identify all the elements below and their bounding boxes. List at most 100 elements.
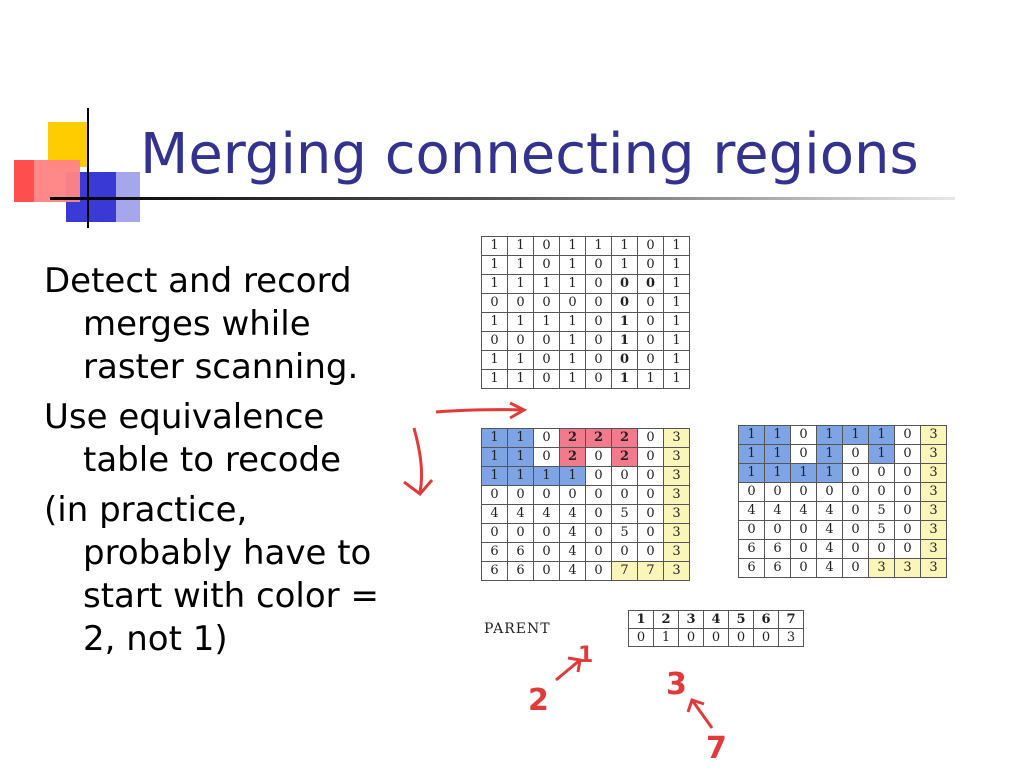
grid-cell: 1 <box>663 369 690 389</box>
grid-cell: 7 <box>637 561 664 581</box>
grid-cell: 0 <box>585 504 612 524</box>
down-arrow-icon <box>412 427 424 493</box>
grid-cell: 0 <box>585 466 612 486</box>
grid-cell: 1 <box>663 274 690 294</box>
grid-cell: 0 <box>894 482 921 502</box>
grid-cell: 0 <box>637 542 664 562</box>
grid-cell: 0 <box>611 274 638 294</box>
grid-cell: 1 <box>764 463 791 483</box>
grid-cell: 0 <box>507 293 534 313</box>
grid-cell: 0 <box>637 236 664 256</box>
parent-cell: 0 <box>628 628 654 647</box>
grid-cell: 0 <box>533 369 560 389</box>
grid-cell: 1 <box>507 312 534 332</box>
grid-cell: 1 <box>481 466 508 486</box>
grid-cell: 0 <box>611 466 638 486</box>
grid-cell: 0 <box>585 485 612 505</box>
grid-cell: 0 <box>894 425 921 445</box>
grid-cell: 0 <box>816 482 843 502</box>
grid-cell: 0 <box>533 561 560 581</box>
grid-cell: 1 <box>559 255 586 275</box>
grid-cell: 4 <box>816 539 843 559</box>
grid-cell: 0 <box>533 542 560 562</box>
grid-cell: 0 <box>611 350 638 370</box>
grid-cell: 0 <box>611 485 638 505</box>
grid-cell: 1 <box>481 274 508 294</box>
grid-cell: 0 <box>507 523 534 543</box>
grid-cell: 1 <box>611 255 638 275</box>
grid-cell: 4 <box>559 542 586 562</box>
grid-cell: 6 <box>481 542 508 562</box>
grid-cell: 0 <box>533 255 560 275</box>
grid-cell: 0 <box>842 463 869 483</box>
grid-cell: 3 <box>663 466 690 486</box>
slide-logo-icon <box>14 108 140 228</box>
grid-cell: 4 <box>816 520 843 540</box>
grid-cell: 1 <box>816 463 843 483</box>
grid-cell: 1 <box>611 369 638 389</box>
grid-cell: 1 <box>816 425 843 445</box>
grid-cell: 0 <box>585 255 612 275</box>
grid-cell: 1 <box>559 274 586 294</box>
grid-cell: 0 <box>764 520 791 540</box>
grid-cell: 0 <box>637 523 664 543</box>
grid-cell: 1 <box>559 466 586 486</box>
grid-cell: 1 <box>507 428 534 448</box>
annotation-3: 3 <box>666 667 687 702</box>
grid-cell: 1 <box>481 236 508 256</box>
grid-cell: 1 <box>637 369 664 389</box>
grid-cell: 3 <box>920 425 947 445</box>
grid-cell: 0 <box>637 312 664 332</box>
grid-cell: 4 <box>764 501 791 521</box>
grid-cell: 6 <box>507 561 534 581</box>
grid-cell: 1 <box>764 425 791 445</box>
grid-cell: 2 <box>559 428 586 448</box>
grid-cell: 4 <box>533 504 560 524</box>
grid-cell: 1 <box>611 331 638 351</box>
grid-cell: 1 <box>507 236 534 256</box>
grid-cell: 1 <box>481 447 508 467</box>
grid-cell: 1 <box>611 312 638 332</box>
grid-cell: 4 <box>790 501 817 521</box>
grid-cell: 0 <box>611 542 638 562</box>
grid-cell: 1 <box>559 312 586 332</box>
grid-cell: 3 <box>663 504 690 524</box>
parent-cell: 5 <box>728 610 754 629</box>
grid-cell: 4 <box>559 523 586 543</box>
grid-cell: 0 <box>868 482 895 502</box>
grid-cell: 6 <box>764 558 791 578</box>
grid-cell: 1 <box>533 274 560 294</box>
grid-cell: 3 <box>663 523 690 543</box>
grid-cell: 0 <box>585 293 612 313</box>
parent-cell: 3 <box>678 610 704 629</box>
grid-cell: 1 <box>481 312 508 332</box>
grid-cell: 0 <box>790 539 817 559</box>
grid-cell: 6 <box>738 558 765 578</box>
grid-cell: 0 <box>790 425 817 445</box>
grid-cell: 2 <box>585 428 612 448</box>
grid-cell: 7 <box>611 561 638 581</box>
grid-cell: 3 <box>920 463 947 483</box>
grid-cell: 0 <box>637 428 664 448</box>
grid-cell: 5 <box>868 501 895 521</box>
annotation-7: 7 <box>706 731 727 766</box>
grid-cell: 0 <box>481 293 508 313</box>
grid-cell: 0 <box>533 523 560 543</box>
grid-cell: 0 <box>481 485 508 505</box>
grid-cell: 0 <box>585 312 612 332</box>
grid-cell: 1 <box>533 466 560 486</box>
parent-cell: 2 <box>653 610 679 629</box>
parent-arrow-2-icon <box>690 699 714 729</box>
grid-cell: 0 <box>790 520 817 540</box>
